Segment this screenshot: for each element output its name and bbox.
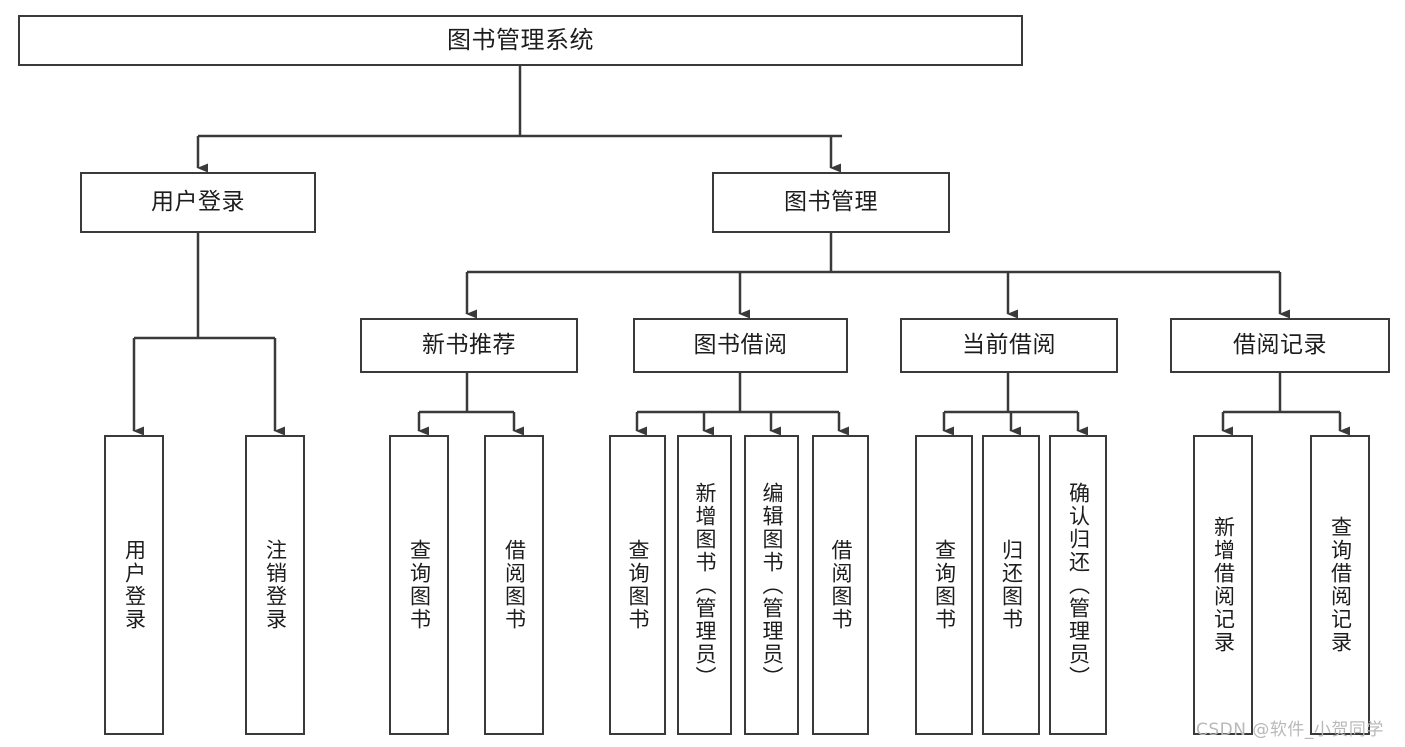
node-root-system[interactable]: 图书管理系统: [18, 15, 1023, 66]
node-label: 新增图书（管理员）: [693, 481, 717, 689]
leaf-borrow-query-book[interactable]: 查询图书: [609, 435, 666, 735]
leaf-current-confirm-return-admin[interactable]: 确认归还（管理员）: [1049, 435, 1107, 735]
node-label: 借阅图书: [502, 539, 527, 631]
node-label: 新增借阅记录: [1211, 516, 1236, 654]
node-borrow-records[interactable]: 借阅记录: [1170, 318, 1390, 373]
node-label: 图书借阅: [693, 331, 788, 358]
node-label: 用户登录: [122, 539, 147, 631]
node-new-book-recommend[interactable]: 新书推荐: [360, 318, 578, 373]
node-label: 图书管理系统: [447, 26, 594, 55]
node-label: 新书推荐: [422, 331, 516, 358]
node-label: 用户登录: [151, 188, 245, 215]
leaf-user-login-signin[interactable]: 用户登录: [104, 435, 164, 735]
node-label: 编辑图书（管理员）: [760, 481, 784, 689]
node-label: 借阅记录: [1233, 331, 1327, 358]
leaf-records-add-record[interactable]: 新增借阅记录: [1193, 435, 1253, 735]
node-book-management[interactable]: 图书管理: [712, 172, 950, 233]
node-label: 注销登录: [263, 539, 288, 631]
node-label: 查询借阅记录: [1328, 516, 1353, 654]
leaf-new-book-borrow[interactable]: 借阅图书: [484, 435, 544, 735]
node-label: 查询图书: [407, 539, 432, 631]
node-current-borrow[interactable]: 当前借阅: [900, 318, 1118, 373]
node-label: 当前借阅: [962, 331, 1056, 358]
node-label: 归还图书: [999, 539, 1024, 631]
leaf-records-query-record[interactable]: 查询借阅记录: [1310, 435, 1370, 735]
node-book-borrow[interactable]: 图书借阅: [633, 318, 848, 373]
node-label: 图书管理: [784, 188, 878, 215]
csdn-watermark: CSDN @软件_小贺同学: [1196, 720, 1384, 740]
leaf-borrow-borrow-book[interactable]: 借阅图书: [812, 435, 869, 735]
leaf-borrow-add-book-admin[interactable]: 新增图书（管理员）: [677, 435, 732, 735]
node-user-login[interactable]: 用户登录: [80, 172, 316, 233]
node-label: 借阅图书: [829, 539, 853, 631]
leaf-new-book-query[interactable]: 查询图书: [389, 435, 449, 735]
leaf-user-login-signout[interactable]: 注销登录: [245, 435, 305, 735]
leaf-borrow-edit-book-admin[interactable]: 编辑图书（管理员）: [744, 435, 799, 735]
node-label: 确认归还（管理员）: [1066, 481, 1091, 689]
node-label: 查询图书: [932, 539, 957, 631]
leaf-current-return-book[interactable]: 归还图书: [982, 435, 1040, 735]
leaf-current-query-book[interactable]: 查询图书: [915, 435, 973, 735]
node-label: 查询图书: [626, 539, 650, 631]
